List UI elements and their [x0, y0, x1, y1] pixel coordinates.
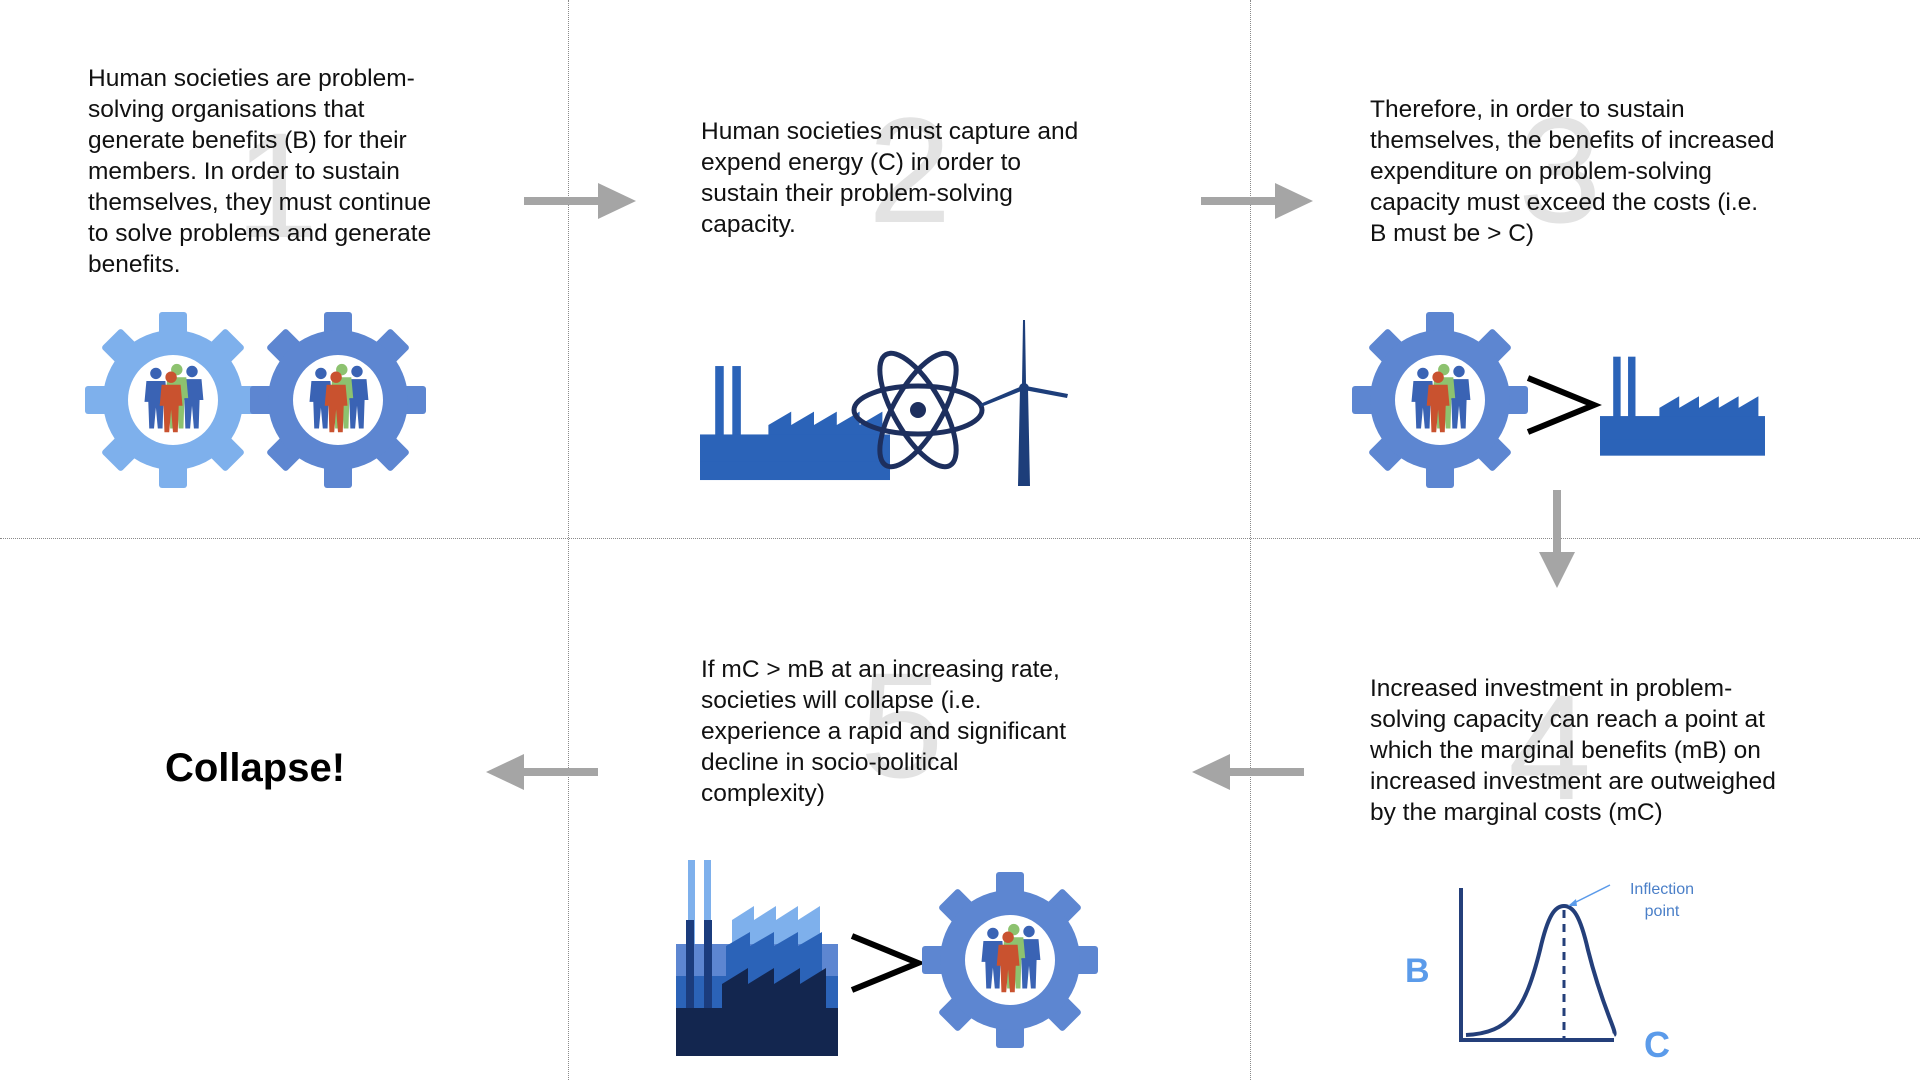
factory-icon-small: [1600, 356, 1765, 456]
atom-icon: [851, 350, 985, 470]
inflection-point-label-line1: Inflection: [1630, 881, 1694, 898]
gear-with-people-icon-2: [922, 872, 1098, 1048]
divider-vertical-1: [568, 0, 569, 1080]
greater-than-icon-2: [850, 933, 926, 993]
step-5-text: If mC > mB at an increasing rate, societ…: [701, 656, 1067, 807]
step-4-text: Increased investment in problem- solving…: [1370, 675, 1776, 826]
inflection-curve-icon: B Inflection point C: [1405, 881, 1694, 1065]
inflection-point-label-line2: point: [1645, 903, 1680, 920]
arrow-right-1-to-2: [524, 183, 636, 219]
wind-turbine-icon: [980, 320, 1068, 486]
divider-horizontal: [0, 538, 1920, 539]
step-3-text: Therefore, in order to sustain themselve…: [1370, 96, 1775, 247]
curve-y-axis-label: B: [1405, 952, 1430, 990]
arrow-left-5-to-collapse: [486, 754, 598, 790]
gear-with-people-icon: [1352, 312, 1528, 488]
gears-with-people-icon: [85, 312, 426, 488]
step-1-text: Human societies are problem- solving org…: [88, 65, 432, 278]
curve-x-axis-label: C: [1644, 1024, 1670, 1065]
arrow-right-2-to-3: [1201, 183, 1313, 219]
collapse-label: Collapse!: [164, 746, 346, 790]
step-2-text: Human societies must capture and expend …: [701, 118, 1079, 238]
divider-vertical-2: [1250, 0, 1251, 1080]
arrow-left-4-to-5: [1192, 754, 1304, 790]
layered-factories-icon: [676, 860, 838, 1056]
arrow-down-3-to-4: [1539, 490, 1575, 588]
greater-than-icon: [1526, 375, 1602, 435]
